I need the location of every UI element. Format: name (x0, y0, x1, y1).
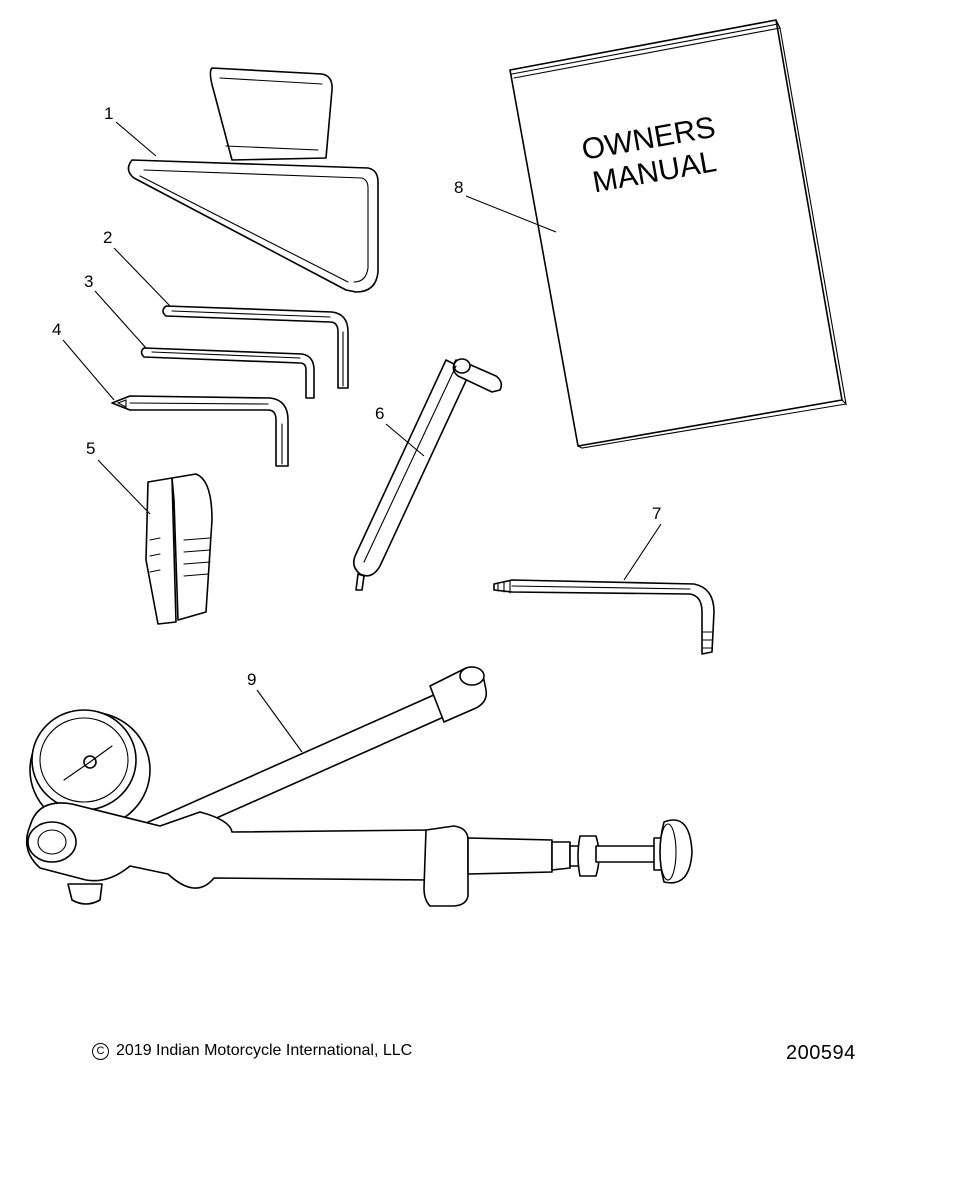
part-6-socket-tool: 6 (352, 358, 503, 591)
callout-5: 5 (86, 439, 95, 458)
callout-9: 9 (247, 670, 256, 689)
part-1-tool-holder-clip: 1 (104, 67, 379, 293)
manual-cover (509, 19, 843, 447)
part-7-torx-key: 7 (493, 504, 715, 655)
callout-7: 7 (652, 504, 661, 523)
leader-3 (94, 290, 147, 349)
leader-4 (62, 339, 115, 401)
part-2-hex-key: 2 (103, 228, 349, 389)
callout-4: 4 (52, 320, 61, 339)
callout-2: 2 (103, 228, 112, 247)
callout-1: 1 (104, 104, 113, 123)
part-3-hex-key: 3 (84, 272, 315, 399)
copyright-notice: C 2019 Indian Motorcycle International, L… (92, 1042, 412, 1060)
part-5-clamp-tool: 5 (86, 439, 213, 625)
part-4-driver-bit-key: 4 (52, 320, 289, 467)
leader-5 (97, 459, 151, 515)
leader-6 (385, 423, 425, 457)
copyright-text: 2019 Indian Motorcycle International, LL… (116, 1042, 413, 1059)
copyright-symbol: C (92, 1043, 109, 1060)
part-9-shock-pump: 9 (25, 666, 693, 907)
leader-2 (113, 247, 171, 307)
callout-6: 6 (375, 404, 384, 423)
leader-9 (256, 689, 303, 753)
leader-7 (623, 523, 662, 581)
part-8-owners-manual: OWNERS MANUAL 8 (454, 19, 847, 449)
leader-8 (465, 195, 557, 233)
callout-8: 8 (454, 178, 463, 197)
diagram-id: 200594 (786, 1042, 856, 1064)
leader-1 (115, 121, 157, 157)
callout-3: 3 (84, 272, 93, 291)
